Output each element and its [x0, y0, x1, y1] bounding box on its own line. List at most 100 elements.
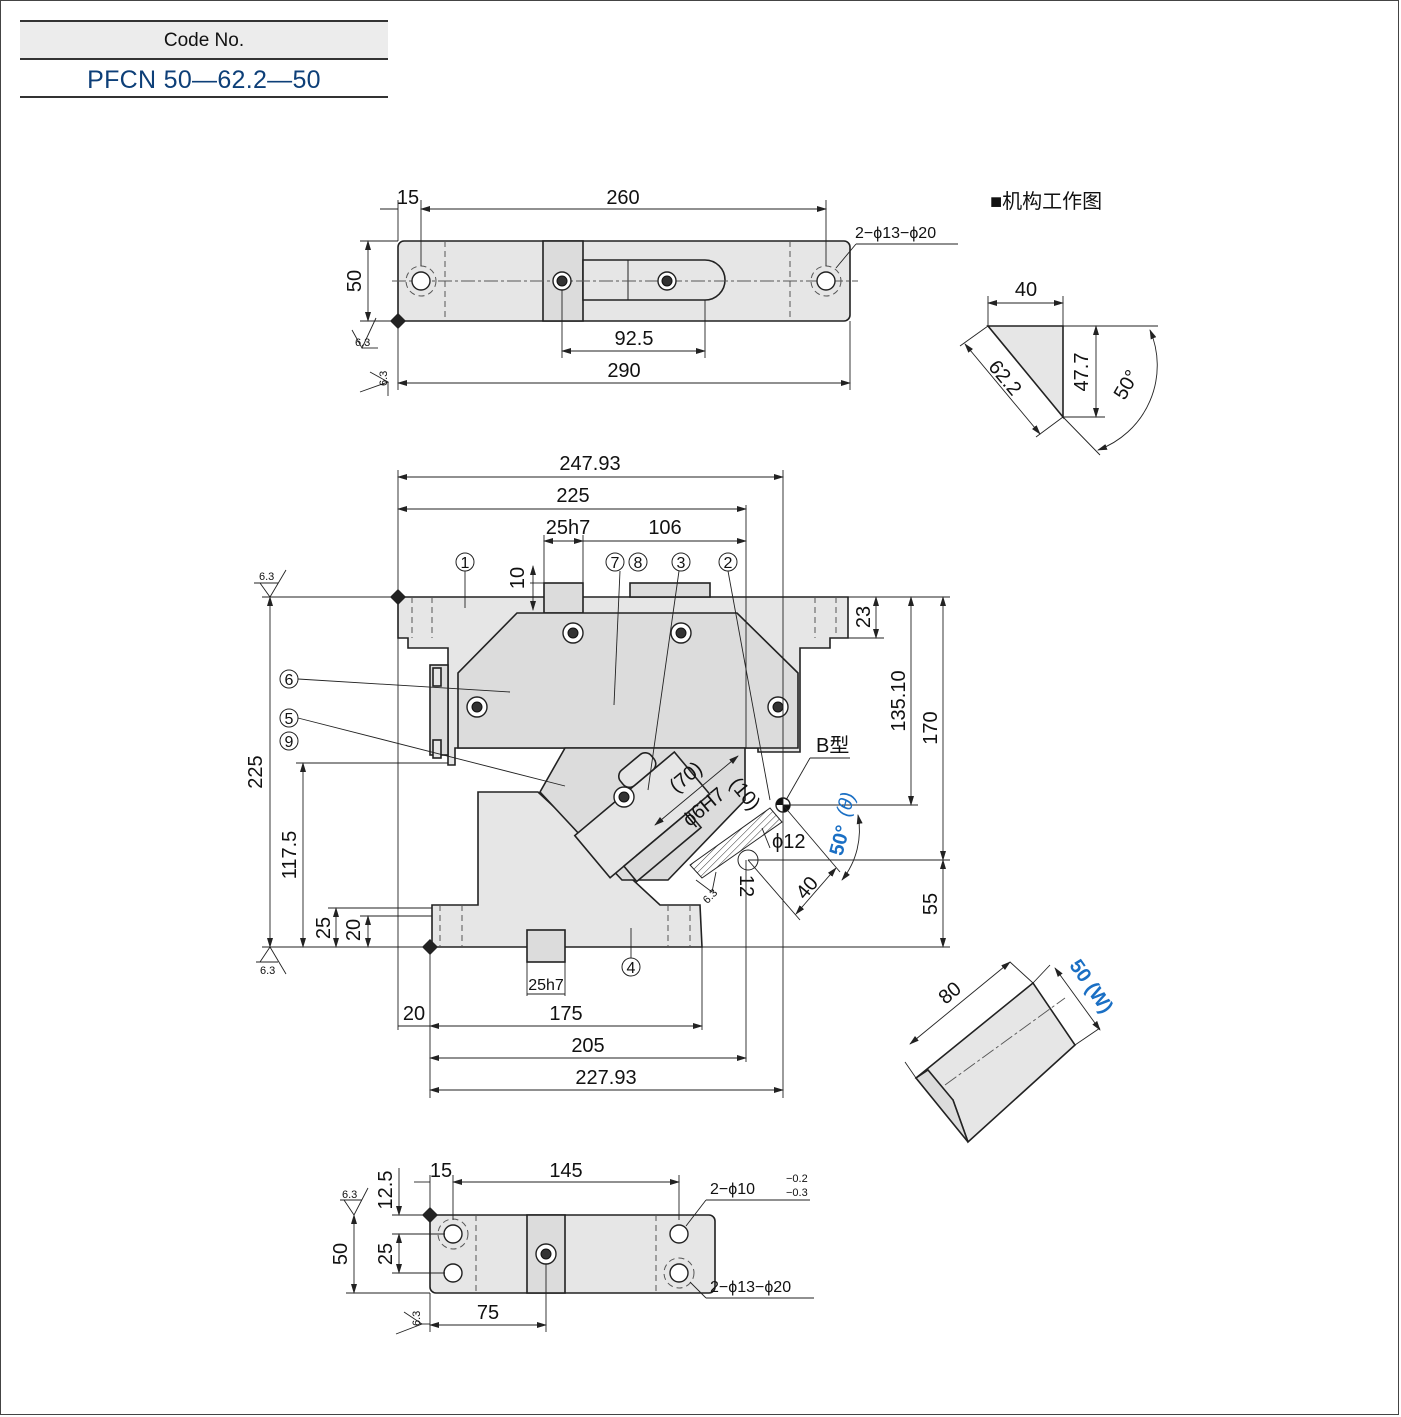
- bottom-bolt: [535, 1243, 557, 1265]
- balloon-4: 4: [621, 928, 641, 977]
- code-number-box: Code No. PFCN 50—62.2—50: [20, 20, 388, 98]
- top-hole-left: [405, 265, 437, 297]
- dim-225-vertical: 225: [245, 755, 267, 788]
- dim-23: 23: [853, 606, 875, 628]
- block-diagram: 80 50 (W): [904, 956, 1117, 1144]
- svg-text:3: 3: [677, 555, 686, 572]
- dim-290: 290: [607, 360, 640, 382]
- rough-top-2: 6.3: [378, 371, 390, 386]
- dim-25-left: 25: [313, 917, 335, 939]
- svg-text:1: 1: [461, 555, 470, 572]
- top-hole-callout: 2−ϕ13−ϕ20: [855, 225, 936, 242]
- top-tab: [629, 582, 711, 598]
- dim-117-5: 117.5: [279, 831, 301, 880]
- part-6-cam-plate: [457, 612, 799, 749]
- bottom-dim-15: 15: [430, 1160, 452, 1182]
- bottom-dim-12-5: 12.5: [375, 1171, 397, 1210]
- dim-170: 170: [920, 711, 942, 744]
- tri-angle-50: 50°: [1110, 366, 1144, 403]
- rough-bottom-1: 6.3: [342, 1189, 357, 1201]
- bottom-hole-callout-b: 2−ϕ13−ϕ20: [710, 1279, 791, 1296]
- balloon-8: 8: [613, 552, 648, 706]
- balloon-2: 2: [718, 552, 771, 801]
- bottom-hole-right-top: [669, 1224, 689, 1244]
- dim-20-left: 20: [343, 919, 365, 941]
- angle-50: 50°: [826, 823, 855, 858]
- dim-227-93: 227.93: [575, 1067, 636, 1089]
- top-key: [543, 582, 584, 614]
- rough-top-1: 6.3: [355, 337, 370, 349]
- dim-25h7-top: 25h7: [546, 517, 591, 539]
- front-bolt-3: [466, 696, 488, 718]
- svg-text:9: 9: [285, 734, 294, 751]
- bottom-dim-25: 25: [375, 1243, 397, 1265]
- dim-135-10: 135.10: [888, 670, 910, 731]
- dim-247-93: 247.93: [559, 453, 620, 475]
- top-bolt-2: [657, 271, 677, 291]
- balloon-9: 9: [279, 731, 299, 751]
- dim-260: 260: [606, 187, 639, 209]
- dim-205: 205: [571, 1035, 604, 1057]
- svg-text:6: 6: [285, 672, 294, 689]
- bottom-dim-75: 75: [477, 1302, 499, 1324]
- front-bolt-1: [562, 622, 584, 644]
- dim-55: 55: [920, 893, 942, 915]
- bottom-plate: [429, 1214, 716, 1294]
- bottom-tol-upper: −0.2: [786, 1173, 808, 1185]
- svg-text:8: 8: [634, 555, 643, 572]
- front-bolt-2: [670, 622, 692, 644]
- triangle-diagram: 40 47.7 62.2 50°: [959, 279, 1158, 456]
- code-label: Code No.: [20, 20, 388, 60]
- svg-text:4: 4: [627, 960, 636, 977]
- dim-15: 15: [397, 187, 419, 209]
- dim-225: 225: [556, 485, 589, 507]
- svg-text:5: 5: [285, 711, 294, 728]
- balloon-7: 7: [605, 552, 625, 572]
- bottom-tol-lower: −0.3: [786, 1187, 808, 1199]
- dim-92-5: 92.5: [615, 328, 654, 350]
- balloon-6: 6: [279, 669, 511, 693]
- block-dim-50w: 50 (W): [1065, 956, 1117, 1018]
- dim-106: 106: [648, 517, 681, 539]
- rough-front-3: 6.3: [701, 887, 720, 906]
- dim-175: 175: [549, 1003, 582, 1025]
- pin-hatch: [689, 807, 783, 879]
- svg-text:2: 2: [724, 555, 733, 572]
- dim-40-diag: 40: [792, 873, 823, 904]
- dim-phi12: ϕ12: [772, 831, 805, 853]
- bottom-dim-145: 145: [549, 1160, 582, 1182]
- svg-text:7: 7: [611, 555, 620, 572]
- balloon-3: 3: [647, 552, 691, 791]
- front-bolt-4: [767, 696, 789, 718]
- mechanism-title: ■机构工作图: [990, 190, 1102, 213]
- block-dim-80: 80: [935, 978, 966, 1009]
- bottom-key: [526, 929, 566, 963]
- rough-bottom-2: 6.3: [411, 1311, 423, 1326]
- bottom-hole-callout-a: 2−ϕ10: [710, 1181, 755, 1198]
- code-value: PFCN 50—62.2—50: [20, 60, 388, 98]
- bottom-hole-left: [443, 1263, 463, 1283]
- bottom-view: 15 145 12.5 25 50 75 2−ϕ10 −0.2 −0.3 2−ϕ…: [330, 1160, 814, 1335]
- tri-dim-47-7: 47.7: [1071, 353, 1093, 392]
- tri-dim-40: 40: [1015, 279, 1037, 301]
- rough-front-2: 6.3: [260, 965, 275, 977]
- b-type-label: B型: [816, 734, 849, 757]
- dim-10: 10: [507, 567, 529, 589]
- balloon-5: 5: [279, 708, 566, 787]
- dim-50-top: 50: [344, 270, 366, 292]
- top-slot: [582, 259, 726, 301]
- bottom-dim-50: 50: [330, 1243, 352, 1265]
- dim-25h7-bottom: 25h7: [528, 977, 564, 994]
- angle-theta: (θ): [832, 790, 860, 819]
- rough-front-1: 6.3: [259, 571, 274, 583]
- block-face: [914, 981, 1077, 1144]
- dim-20-bottom: 20: [403, 1003, 425, 1025]
- slider-bolt: [613, 786, 635, 808]
- block-side: [914, 1068, 969, 1143]
- top-bolt-1: [552, 271, 572, 291]
- top-view: 15 260 50 92.5 290 2−ϕ13−ϕ20 6.3 6.3: [344, 187, 958, 396]
- front-view: 247.93 225 25h7 106 10 1 7 8 3 2 6 5 9 4…: [245, 453, 950, 1098]
- balloon-1: 1: [455, 552, 475, 608]
